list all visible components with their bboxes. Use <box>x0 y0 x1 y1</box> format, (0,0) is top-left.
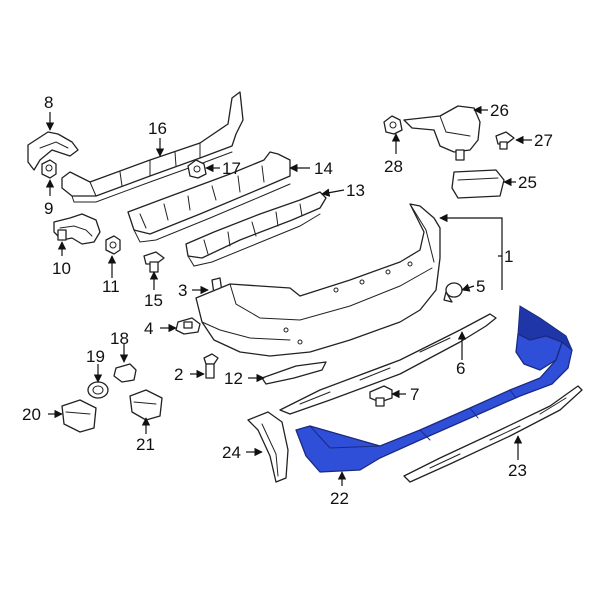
callout-11: 11 <box>102 277 120 296</box>
callout-27: 27 <box>534 131 553 150</box>
callout-4: 4 <box>144 319 153 338</box>
part-7-clip[interactable] <box>369 385 393 407</box>
part-1-bumper-cover[interactable] <box>195 203 441 357</box>
part-15-bolt[interactable] <box>143 251 165 273</box>
callout-23: 23 <box>508 461 527 480</box>
callout-26: 26 <box>490 101 509 120</box>
part-28-nut[interactable] <box>383 115 403 135</box>
callout-19: 19 <box>86 347 105 366</box>
part-26-bracket[interactable] <box>403 105 481 161</box>
part-13-absorber[interactable] <box>185 191 327 267</box>
callout-28: 28 <box>384 157 403 176</box>
callout-12: 12 <box>224 369 243 388</box>
part-18-retainer[interactable] <box>113 363 137 383</box>
callout-14: 14 <box>314 159 333 178</box>
callout-21: 21 <box>136 435 155 454</box>
part-21-bracket[interactable] <box>129 389 163 421</box>
callout-25: 25 <box>518 173 537 192</box>
part-22-lower-valance[interactable] <box>295 305 573 473</box>
callout-17: 17 <box>222 159 241 178</box>
callout-10: 10 <box>52 259 71 278</box>
part-16-absorber[interactable] <box>61 91 244 203</box>
part-14-absorber[interactable] <box>127 151 291 243</box>
part-6-trim-strip[interactable] <box>279 313 497 415</box>
part-24-side-bracket[interactable] <box>247 411 289 483</box>
callout-15: 15 <box>144 291 163 310</box>
callout-13: 13 <box>346 181 365 200</box>
callout-3: 3 <box>178 281 187 300</box>
part-4-clip[interactable] <box>175 317 201 335</box>
callout-20: 20 <box>22 405 41 424</box>
part-25-module[interactable] <box>451 169 505 199</box>
callout-5: 5 <box>476 277 485 296</box>
callout-8: 8 <box>44 93 53 112</box>
part-20-bracket[interactable] <box>61 399 97 433</box>
callout-numbers: 1 2 3 4 5 6 7 8 9 10 11 12 13 14 15 16 1… <box>22 93 553 508</box>
part-12-reflector[interactable] <box>261 361 327 385</box>
part-11-nut[interactable] <box>105 235 121 255</box>
part-19-grommet[interactable] <box>87 381 109 399</box>
part-9-nut[interactable] <box>41 159 57 179</box>
part-2-bolt[interactable] <box>203 353 219 379</box>
callout-2: 2 <box>174 365 183 384</box>
callout-9: 9 <box>44 199 53 218</box>
callout-18: 18 <box>110 329 129 348</box>
part-17-nut[interactable] <box>187 159 207 179</box>
part-8-bracket[interactable] <box>27 131 79 171</box>
leader-lines <box>45 105 532 486</box>
part-10-guide[interactable] <box>53 213 101 245</box>
callout-1: 1 <box>504 247 513 266</box>
part-23-trim-strip[interactable] <box>403 385 583 483</box>
callout-22: 22 <box>330 489 349 508</box>
callout-6: 6 <box>456 359 465 378</box>
callout-7: 7 <box>410 385 419 404</box>
part-5-sensor[interactable] <box>443 282 463 303</box>
callout-24: 24 <box>222 443 241 462</box>
callout-16: 16 <box>148 119 167 138</box>
part-27-bolt[interactable] <box>495 131 515 150</box>
